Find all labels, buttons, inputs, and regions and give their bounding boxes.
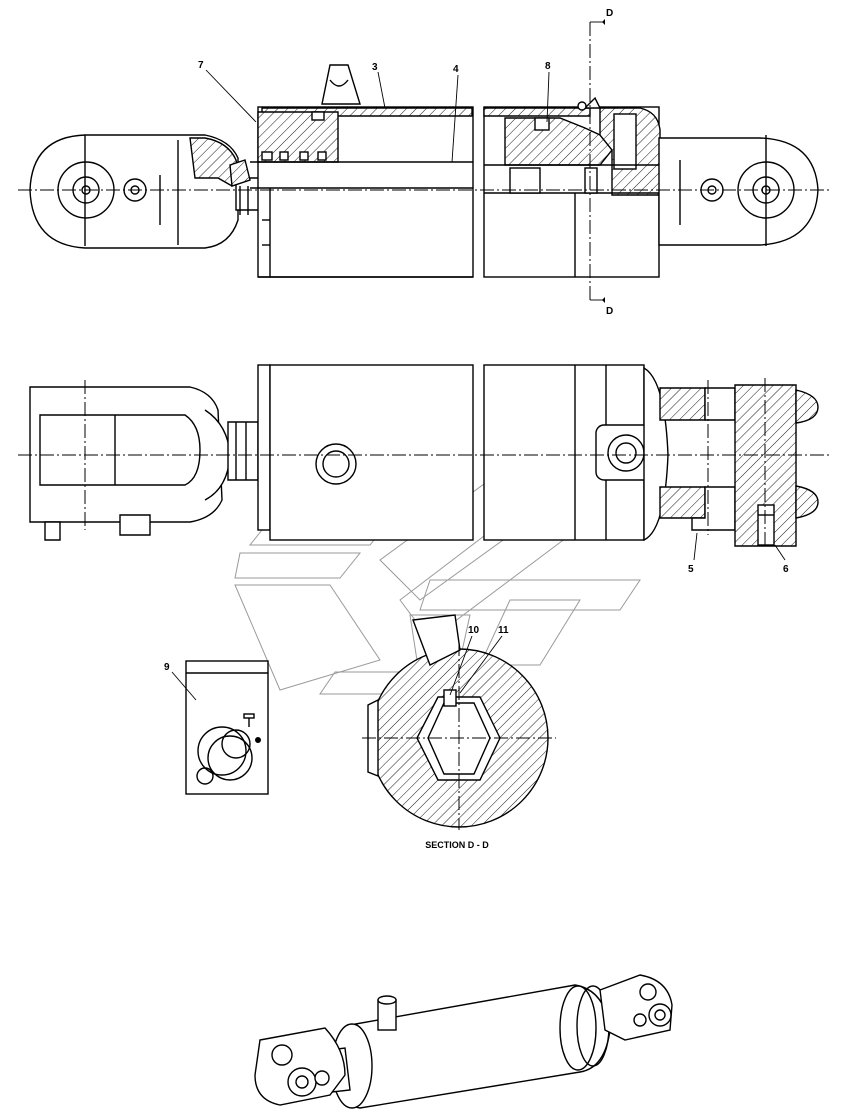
callout-8: 8 <box>545 61 551 72</box>
callout-6: 6 <box>783 564 789 575</box>
cylinder-isometric-view <box>254 974 673 1109</box>
cylinder-side-view <box>18 364 830 548</box>
section-d-d-view <box>362 614 556 830</box>
cylinder-section-view <box>18 22 830 300</box>
section-mark-bottom: D <box>606 306 613 317</box>
callout-4: 4 <box>453 64 459 75</box>
callout-3: 3 <box>372 62 378 73</box>
seal-kit-bag <box>185 660 269 795</box>
callout-10: 10 <box>468 625 480 636</box>
callout-5: 5 <box>688 564 694 575</box>
section-caption: SECTION D - D <box>425 840 489 850</box>
callout-7: 7 <box>198 60 204 71</box>
section-mark-top: D <box>606 8 613 19</box>
callout-9: 9 <box>164 662 170 673</box>
section-cut-marker <box>590 19 605 303</box>
callout-11: 11 <box>498 625 509 636</box>
